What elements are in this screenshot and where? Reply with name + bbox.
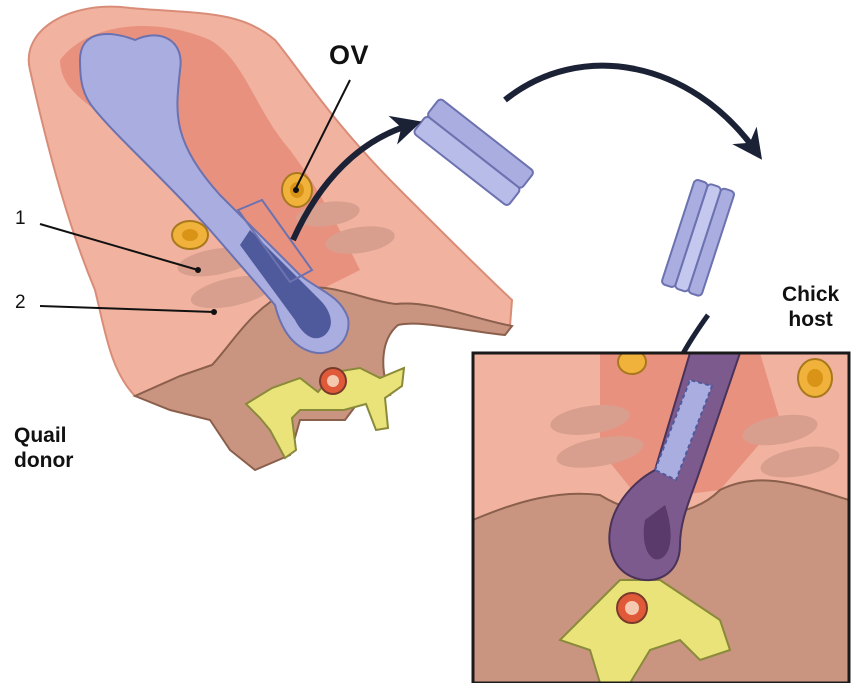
- excised-segment-1: [413, 98, 535, 207]
- chick-host-line-1: Chick: [782, 283, 839, 308]
- marker-2-label: 2: [15, 292, 26, 314]
- marker-1-label: 1: [15, 208, 26, 230]
- chick-host-line-2: host: [782, 308, 839, 333]
- chick-host-inset: [473, 350, 849, 683]
- transfer-arrow: [505, 66, 755, 150]
- quail-donor-line-1: Quail: [14, 424, 73, 449]
- quail-donor-label: Quail donor: [14, 424, 73, 474]
- quail-donor-embryo: [29, 7, 512, 470]
- excised-segment-2: [661, 179, 735, 297]
- ov-label: OV: [329, 40, 369, 72]
- quail-donor-line-2: donor: [14, 449, 73, 474]
- chick-host-label: Chick host: [782, 283, 839, 333]
